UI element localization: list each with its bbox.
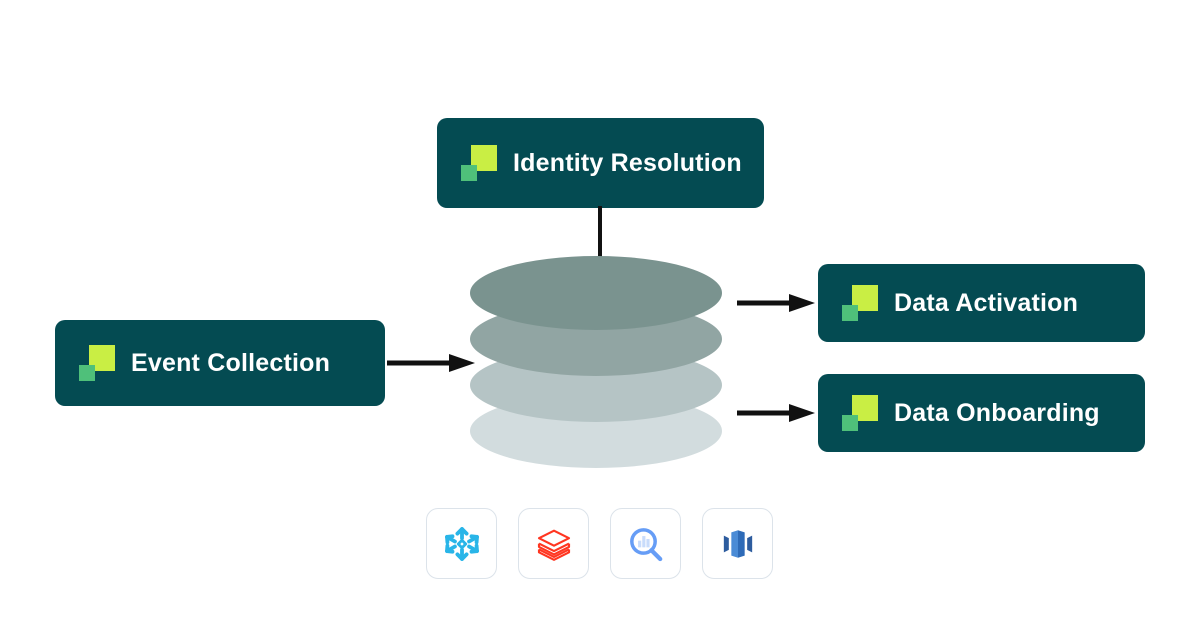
data-warehouse-stack [470, 256, 728, 468]
card-event-collection[interactable]: Event Collection [55, 320, 385, 406]
redshift-logo-icon [723, 529, 752, 558]
card-data-onboarding-label: Data Onboarding [894, 398, 1100, 427]
bigquery-logo-icon [629, 527, 662, 561]
card-data-activation[interactable]: Data Activation [818, 264, 1145, 342]
card-data-onboarding[interactable]: Data Onboarding [818, 374, 1145, 452]
green-squares-icon-small-square [461, 165, 477, 181]
card-event-collection-label: Event Collection [131, 348, 331, 377]
green-squares-icon-small-square [842, 415, 858, 431]
integration-logo-row [426, 508, 773, 579]
green-squares-icon [461, 145, 497, 181]
card-identity-resolution-label: Identity Resolution [513, 148, 742, 177]
arrow-event-collection-to-database [387, 354, 475, 372]
arrow-database-to-data-onboarding [737, 404, 815, 422]
green-squares-icon-small-square [79, 365, 95, 381]
databricks-logo-icon [537, 529, 570, 561]
green-squares-icon [79, 345, 115, 381]
green-squares-icon [842, 285, 878, 321]
card-identity-resolution[interactable]: Identity Resolution [437, 118, 764, 208]
integration-tile-bigquery[interactable] [610, 508, 681, 579]
integration-tile-redshift[interactable] [702, 508, 773, 579]
arrow-database-to-data-activation [737, 294, 815, 312]
integration-tile-snowflake[interactable] [426, 508, 497, 579]
connector-identity-resolution-to-database [598, 206, 602, 264]
card-data-activation-label: Data Activation [894, 288, 1079, 317]
integration-tile-databricks[interactable] [518, 508, 589, 579]
green-squares-icon-small-square [842, 305, 858, 321]
data-warehouse-layer-1 [470, 256, 722, 330]
snowflake-logo-icon [444, 526, 479, 561]
green-squares-icon [842, 395, 878, 431]
